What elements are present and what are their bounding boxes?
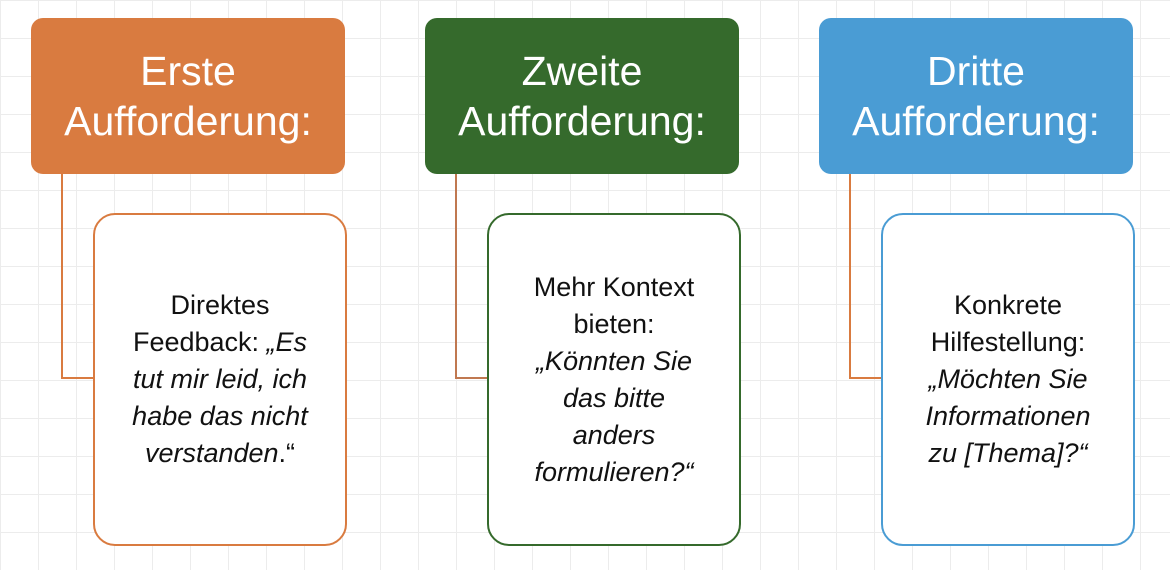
card-2-line1: Mehr Kontext — [533, 271, 695, 302]
card-1-line5-plain: .“ — [278, 438, 296, 468]
step-card-1: Direktes Feedback: „Es tut mir leid, ich… — [93, 213, 347, 546]
card-3-line3: „Möchten Sie — [928, 364, 1088, 394]
step-column-1: Erste Aufforderung: Direktes Feedback: „… — [31, 0, 351, 570]
step-header-3-line1: Dritte — [927, 48, 1025, 94]
card-3-line4: Informationen — [925, 401, 1091, 431]
card-1-line3: tut mir leid, ich — [132, 364, 308, 394]
connector-line-3 — [849, 174, 881, 379]
card-3-line5: zu [Thema]?“ — [928, 438, 1088, 468]
step-column-2: Zweite Aufforderung: Mehr Kontext bieten… — [425, 0, 745, 570]
card-3-line1: Konkrete — [953, 290, 1063, 320]
card-2-line6: formulieren?“ — [534, 456, 694, 487]
card-1-line5-italic: verstanden — [144, 438, 279, 468]
card-1-line2-plain: Feedback: — [132, 327, 267, 357]
step-header-1: Erste Aufforderung: — [31, 18, 345, 174]
card-2-line2: bieten: — [573, 308, 655, 339]
step-header-1-line2: Aufforderung: — [64, 98, 312, 144]
card-3-line2: Hilfestellung: — [930, 327, 1086, 357]
card-1-line1: Direktes — [170, 290, 270, 320]
step-card-3: Konkrete Hilfestellung: „Möchten Sie Inf… — [881, 213, 1135, 546]
step-card-2: Mehr Kontext bieten: „Könnten Sie das bi… — [487, 213, 741, 546]
step-header-3-line2: Aufforderung: — [852, 98, 1100, 144]
connector-line-2 — [455, 174, 487, 379]
card-2-line4: das bitte — [562, 382, 666, 413]
step-header-1-line1: Erste — [140, 48, 236, 94]
card-1-line2: Feedback: „Es — [133, 324, 307, 361]
step-header-2: Zweite Aufforderung: — [425, 18, 739, 174]
card-2-line3: „Könnten Sie — [535, 345, 693, 376]
step-header-2-line1: Zweite — [521, 48, 643, 94]
card-1-line2-italic: „Es — [266, 327, 308, 357]
connector-line-1 — [61, 174, 93, 379]
step-column-3: Dritte Aufforderung: Konkrete Hilfestell… — [819, 0, 1139, 570]
step-header-3: Dritte Aufforderung: — [819, 18, 1133, 174]
card-1-line5: verstanden.“ — [145, 435, 295, 472]
step-header-2-line2: Aufforderung: — [458, 98, 706, 144]
card-2-line5: anders — [572, 419, 656, 450]
card-1-line4: habe das nicht — [132, 401, 308, 431]
